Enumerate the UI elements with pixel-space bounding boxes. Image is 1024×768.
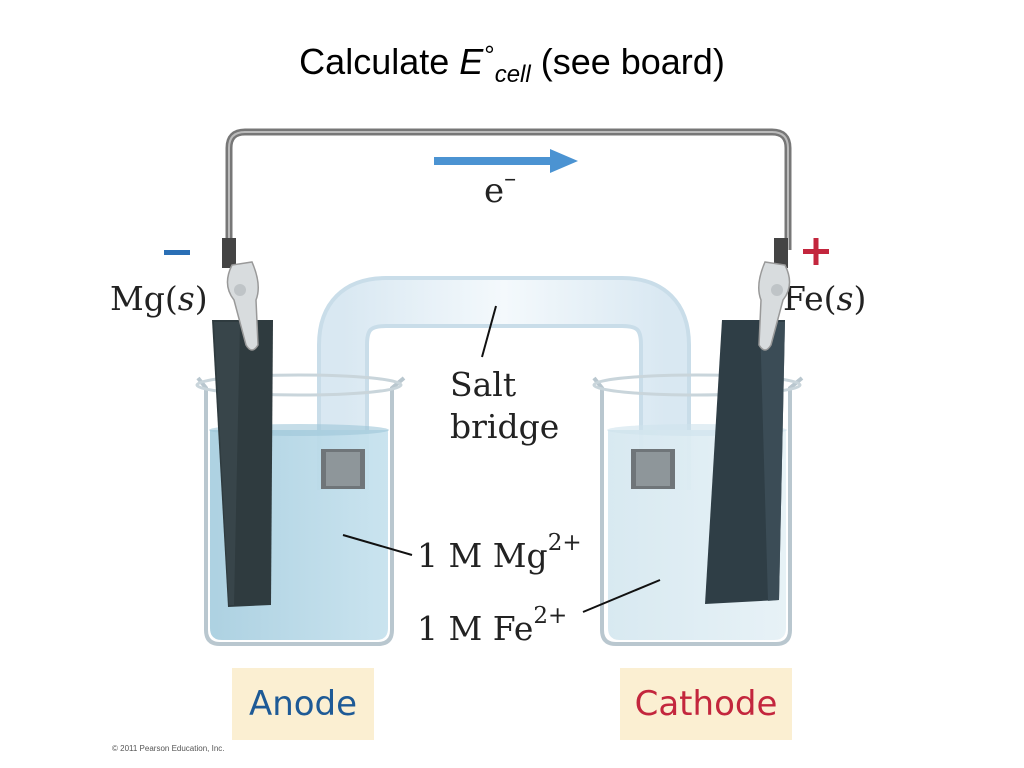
electron-flow-arrow-icon <box>434 149 578 173</box>
cathode-label: Cathode <box>620 668 792 740</box>
anode-label-text: Anode <box>248 684 358 724</box>
copyright-notice: © 2011 Pearson Education, Inc. <box>112 744 225 753</box>
cathode-plus-sign <box>803 238 829 265</box>
title-text: Calculate <box>299 41 460 82</box>
mg-solution-leader-line <box>342 534 413 556</box>
anode-label: Anode <box>232 668 374 740</box>
right-alligator-clip-icon <box>758 238 791 351</box>
title-suffix: (see board) <box>530 41 725 82</box>
electron-label: e– <box>484 164 516 211</box>
cathode-label-text: Cathode <box>634 684 778 724</box>
cathode-electrode-label: Fe(s) <box>783 279 866 318</box>
mg-solution-label: 1 M Mg2+ <box>417 530 582 575</box>
fe-solution-leader-line <box>582 579 661 613</box>
title-symbol: E <box>459 41 484 82</box>
fe-solution-label: 1 M Fe2+ <box>417 603 567 648</box>
slide-title: Calculate E°cell (see board) <box>0 40 1024 89</box>
anode-electrode-label: Mg(s) <box>110 279 208 318</box>
title-subscript: cell <box>494 61 531 88</box>
salt-bridge-leader-line <box>481 305 497 358</box>
left-alligator-clip-icon <box>222 238 259 351</box>
anode-minus-sign <box>164 250 190 255</box>
degree-symbol: ° <box>484 40 495 70</box>
salt-bridge-label: Salt bridge <box>450 365 559 446</box>
